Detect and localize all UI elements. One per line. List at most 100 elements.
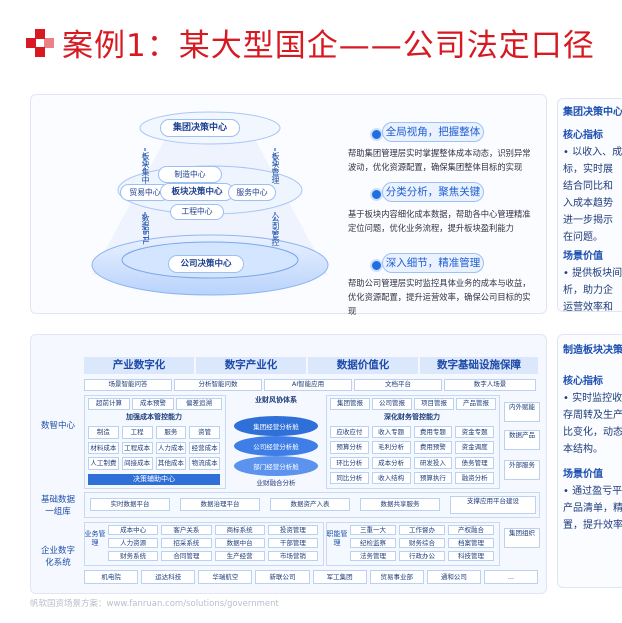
cost-top-item: 成本预警 [132, 398, 174, 410]
finance-grid-item: 应收应付 [330, 426, 369, 438]
cost-grid-item: 工程 [122, 426, 153, 439]
finance-grid-item: 债务管理 [455, 457, 494, 469]
cost-grid-item: 其他成本 [156, 457, 187, 470]
data-row-item: 实时数据平台 [90, 498, 170, 511]
center-layer-1: 集团经营分析舱 [232, 421, 320, 431]
subsidiary-item: 军工集团 [313, 570, 367, 584]
biz-grid-item: 干部管理 [268, 538, 318, 548]
data-row-item: 数据资产入表 [270, 498, 350, 511]
row2-item: 数字人场景 [444, 379, 536, 391]
finance-grid: 应收应付收入专题费用专题资金专题预算分析毛利分析费用预警资金调度环比分析成本分析… [330, 426, 494, 484]
biz-grid: 成本中心客户关系商标系统投资管理人力资源招采系统数据中台干部管理财务系统合同管理… [108, 525, 318, 561]
right-top-h2: 场景价值 [563, 248, 622, 265]
center-layer-2: 公司经营分析舱 [232, 441, 320, 451]
subsidiary-item: 机电院 [84, 570, 138, 584]
level-3-tag: 深入细节，精准管理 [382, 253, 484, 273]
finance-top-item: 产品管报 [456, 398, 496, 410]
side-external: 外部服务 [504, 460, 540, 480]
duty-grid-item: 行政办公 [399, 551, 445, 561]
tab-industry-digital: 产业数字化 [84, 357, 194, 374]
finance-grid-item: 成本分析 [372, 457, 411, 469]
right-top-line: • 以收入、成 [563, 144, 622, 161]
side-data-product: 数据产品 [504, 430, 540, 450]
node-manufacturing: 制造中心 [158, 166, 222, 183]
right-bottom-h1: 核心指标 [563, 373, 622, 390]
right-top-line: 入成本趋势 [563, 195, 622, 212]
node-service: 服务中心 [228, 184, 276, 201]
finance-grid-item: 收入结构 [372, 472, 411, 484]
finance-grid-item: 预算执行 [414, 472, 453, 484]
level-3-dot [370, 259, 383, 272]
biz-grid-item: 投资管理 [268, 525, 318, 535]
watermark: 帆软国资场景方案：www.fanruan.com/solutions/gover… [30, 597, 279, 609]
center-layer-3: 部门经营分析舱 [232, 461, 320, 471]
cost-grid-item: 人力成本 [156, 442, 187, 455]
label-data-etl: 数据ETL [140, 214, 151, 244]
label-enterprise-systems: 企业数字化系统 [38, 545, 78, 569]
duty-grid-item: 档案管理 [448, 538, 494, 548]
page-title: 案例1：某大型国企——公司法定口径 [62, 20, 595, 65]
cost-grid: 制造工程服务资管材料成本工程成本人力成本经营成本人工制费间接成本其他成本物流成本 [88, 426, 220, 470]
bottom-row: 机电院运达科技华瑞航空新联公司军工集团贸易事业部通和公司... [84, 570, 538, 584]
right-bottom-line: • 实时监控收入 [563, 390, 622, 407]
right-top-line: 在问题。 [563, 229, 622, 246]
finance-top-item: 项目管报 [414, 398, 454, 410]
duty-grid-item: 法务管理 [350, 551, 396, 561]
tab-data-value: 数据价值化 [308, 357, 418, 374]
biz-label: 业务管理 [84, 530, 106, 548]
cost-grid-item: 经营成本 [189, 442, 220, 455]
right-bottom-header: 制造板块决策 [563, 342, 622, 359]
node-engineering: 工程中心 [170, 204, 224, 220]
cost-grid-item: 制造 [88, 426, 119, 439]
finance-grid-item: 同比分析 [330, 472, 369, 484]
finance-grid-item: 费用专题 [414, 426, 453, 438]
subsidiary-item: 运达科技 [141, 570, 195, 584]
row2-item: 场景智能问答 [84, 379, 172, 391]
finance-grid-item: 费用预警 [414, 441, 453, 453]
biz-grid-item: 客户关系 [161, 525, 211, 535]
finance-grid-item: 资金调度 [455, 441, 494, 453]
cost-grid-item: 资管 [189, 426, 220, 439]
finance-grid-item: 资金专题 [455, 426, 494, 438]
duty-grid: 三重一大工作督办产权融合纪检监察财务综合档案管理法务管理行政办公科技管理 [350, 525, 494, 561]
subsidiary-item: ... [484, 570, 538, 584]
right-bottom-content: 制造板块决策 核心指标 • 实时监控收入 存周转及生产 比变化，动态 本结构。 … [563, 342, 622, 534]
cost-top-item: 超前计算 [88, 398, 130, 410]
duty-grid-item: 三重一大 [350, 525, 396, 535]
right-top-line: 运营效率和 [563, 299, 622, 316]
brand-logo-icon [26, 29, 54, 57]
biz-grid-item: 财务系统 [108, 551, 158, 561]
level-2-desc: 基于板块内容细化成本数据，帮助各中心管理精准定位问题，优化业务流程，提升板块盈利… [348, 207, 536, 235]
edge-group: 集团组织 [504, 528, 540, 548]
duty-grid-item: 科技管理 [448, 551, 494, 561]
right-top-line: 析，助力企 [563, 282, 622, 299]
level-1-dot [370, 128, 383, 141]
finance-block-title: 深化财务管控能力 [330, 412, 494, 422]
label-company-control: 公司管控 [270, 214, 281, 246]
subsidiary-item: 新联公司 [255, 570, 309, 584]
right-top-line: 结合同比和 [563, 178, 622, 195]
biz-grid-item: 生产经营 [215, 551, 265, 561]
right-bottom-line: 比变化，动态 [563, 424, 622, 441]
right-bottom-line: 产品清单，精 [563, 500, 622, 517]
label-sector-manage: 板块管理 [270, 152, 281, 184]
side-enable: 内外赋能 [504, 402, 540, 422]
node-sector-center: 板块决策中心 [160, 183, 234, 201]
right-bottom-line: • 通过盈亏平衡 [563, 483, 622, 500]
biz-grid-item: 成本中心 [108, 525, 158, 535]
right-top-content: 集团决策中心 核心指标 • 以收入、成 标，实时展 结合同比和 入成本趋势 进一… [563, 104, 622, 316]
duty-grid-item: 纪检监察 [350, 538, 396, 548]
cost-grid-item: 人工制费 [88, 457, 119, 470]
subsidiary-item: 华瑞航空 [198, 570, 252, 584]
biz-grid-item: 合同管理 [161, 551, 211, 561]
top-tabs: 产业数字化 数字产业化 数据价值化 数字基础设施保障 [84, 357, 538, 374]
duty-grid-item: 产权融合 [448, 525, 494, 535]
level-2-dot [370, 188, 383, 201]
biz-grid-item: 招采系统 [161, 538, 211, 548]
level-1-desc: 帮助集团管理层实时掌握整体成本动态，识别异常波动，优化资源配置，确保集团整体目标… [348, 146, 536, 174]
right-top-line: • 提供板块间 [563, 265, 622, 282]
duty-grid-item: 工作督办 [399, 525, 445, 535]
data-row-item: 数据治理平台 [180, 498, 260, 511]
node-group-center: 集团决策中心 [160, 119, 240, 137]
node-company-center: 公司决策中心 [168, 255, 244, 273]
